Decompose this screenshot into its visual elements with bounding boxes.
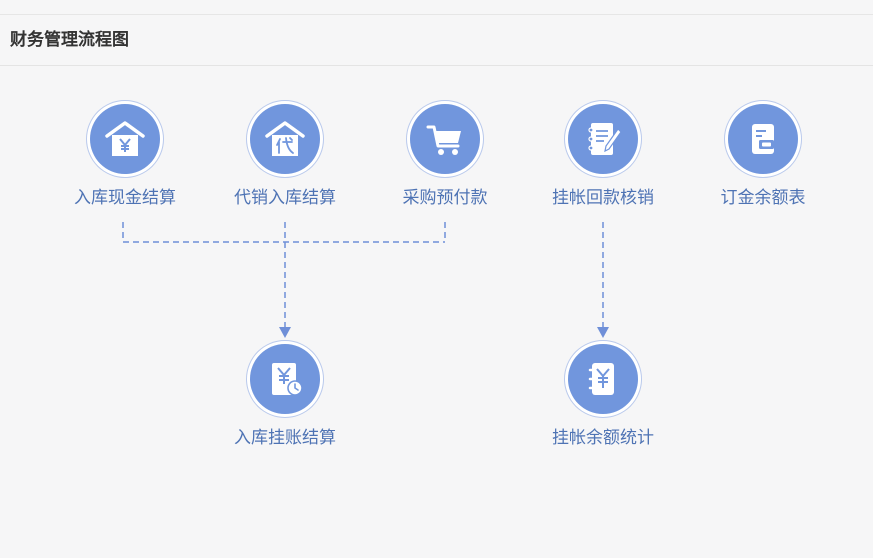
wallet-card-icon <box>752 124 774 154</box>
node-deposit-balance-table[interactable]: 订金余额表 <box>693 101 833 209</box>
node-label: 订金余额表 <box>720 188 806 208</box>
node-icon-ring <box>565 101 641 177</box>
node-icon-ring <box>87 101 163 177</box>
node-credit-balance-statistics[interactable]: 挂帐余额统计 <box>533 341 673 449</box>
node-purchase-prepayment[interactable]: 采购预付款 <box>375 101 515 209</box>
arrow-to-credit-balance-stats <box>597 327 609 338</box>
title-bar: 财务管理流程图 <box>0 15 873 66</box>
top-strip <box>0 0 873 15</box>
node-icon-ring <box>725 101 801 177</box>
node-label: 采购预付款 <box>402 188 488 208</box>
yen-clock-icon <box>272 363 303 396</box>
node-icon-ring <box>565 341 641 417</box>
node-icon-ring <box>247 341 323 417</box>
node-label: 入库现金结算 <box>74 188 176 208</box>
node-consignment-stock-in-settlement[interactable]: 代销入库结算 <box>215 101 355 209</box>
shopping-cart-icon <box>426 125 461 155</box>
node-label: 代销入库结算 <box>234 188 336 208</box>
node-stock-in-cash-settlement[interactable]: 入库现金结算 <box>55 101 195 209</box>
notebook-pen-icon <box>588 123 622 155</box>
node-label: 挂帐余额统计 <box>552 428 654 448</box>
node-credit-payment-writeoff[interactable]: 挂帐回款核销 <box>533 101 673 209</box>
house-yen-icon <box>105 121 145 156</box>
node-label: 挂帐回款核销 <box>552 188 654 208</box>
house-dai-icon <box>265 121 305 156</box>
node-icon-ring <box>247 101 323 177</box>
node-icon-ring <box>407 101 483 177</box>
yen-notebook-icon <box>588 363 614 395</box>
node-stock-in-credit-settlement[interactable]: 入库挂账结算 <box>215 341 355 449</box>
arrow-to-stock-in-credit <box>279 327 291 338</box>
page-title: 财务管理流程图 <box>10 30 129 50</box>
node-label: 入库挂账结算 <box>234 428 336 448</box>
